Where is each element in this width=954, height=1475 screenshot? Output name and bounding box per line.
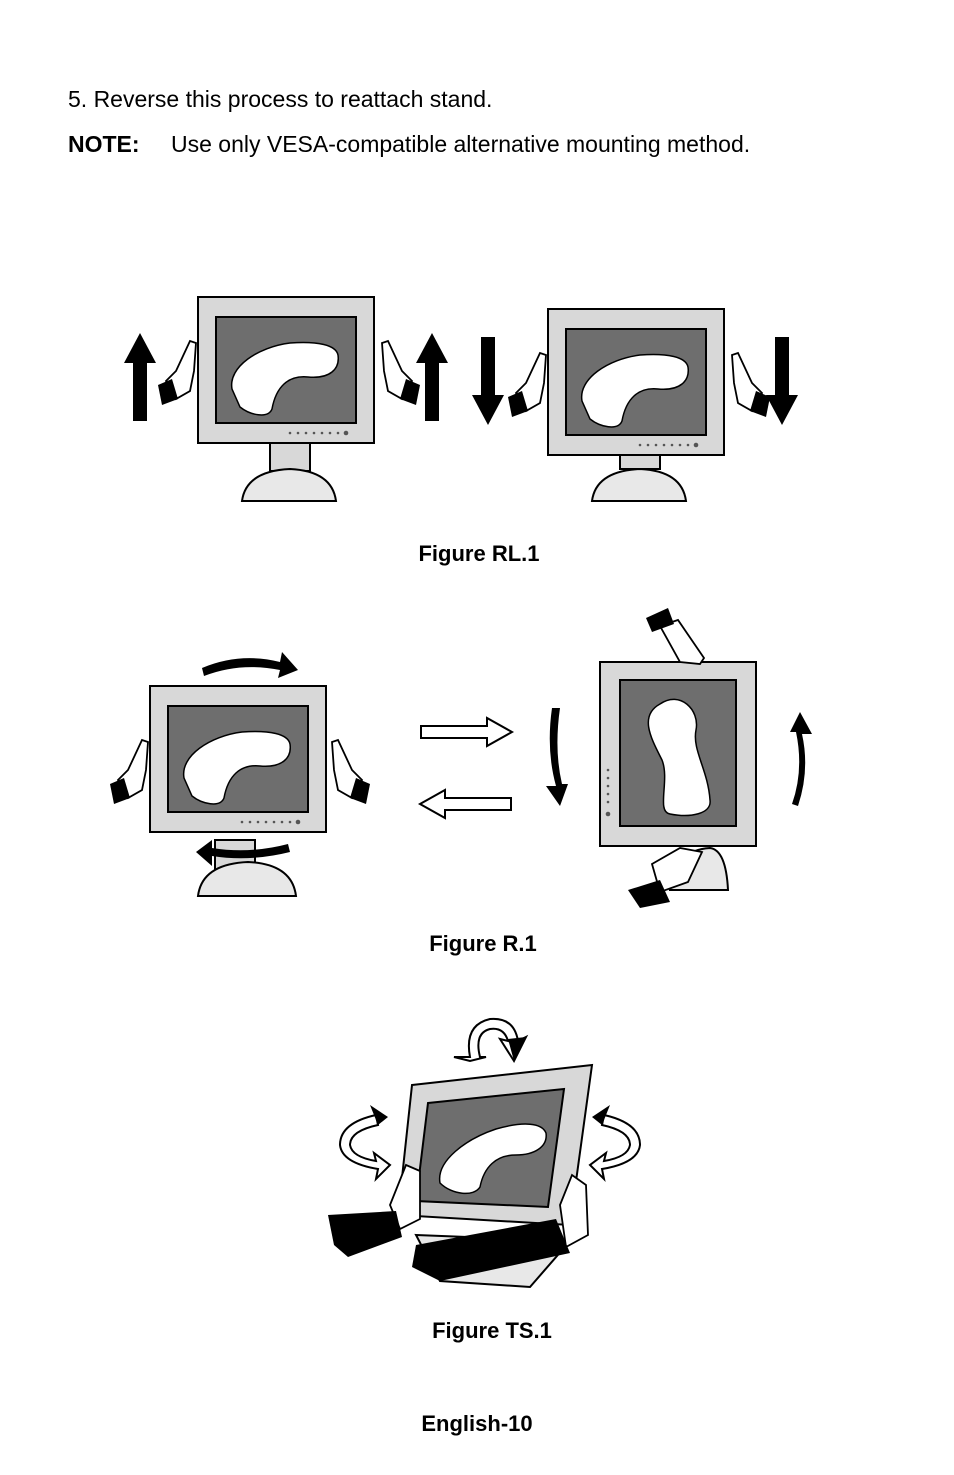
hand-icon <box>157 340 197 406</box>
hand-icon <box>381 340 421 406</box>
hand-icon <box>109 739 149 805</box>
arrow-up-icon <box>124 333 156 421</box>
figure-r1-illustration <box>109 608 812 908</box>
note-text: Use only VESA-compatible alternative mou… <box>171 131 751 157</box>
arrow-down-icon <box>766 337 798 425</box>
hand-icon <box>628 847 704 908</box>
hand-icon <box>331 739 371 805</box>
rotate-arrow-icon <box>338 1105 392 1183</box>
figure-ts1-illustration <box>328 1017 642 1289</box>
monitor-icon <box>197 296 375 502</box>
monitor-icon <box>149 685 327 897</box>
figure-rl1-caption: Figure RL.1 <box>418 541 540 566</box>
rotate-arrow-icon <box>588 1105 642 1183</box>
rotate-arrow-icon <box>196 840 290 866</box>
rotate-arrow-icon <box>202 652 298 678</box>
figure-rl1-illustration <box>124 296 798 502</box>
step-5-text: 5. Reverse this process to reattach stan… <box>68 86 493 112</box>
arrow-down-icon <box>472 337 504 425</box>
arrow-up-icon <box>416 333 448 421</box>
figure-r1-caption: Figure R.1 <box>429 931 537 956</box>
hand-icon <box>507 352 547 418</box>
note-label: NOTE: <box>68 131 140 157</box>
arrow-right-icon <box>420 716 515 748</box>
monitor-icon <box>547 308 725 502</box>
arrow-left-icon <box>417 788 512 820</box>
page-footer: English-10 <box>421 1411 533 1436</box>
rotate-arrow-icon <box>453 1017 529 1064</box>
rotate-arrow-icon <box>546 708 568 806</box>
rotate-arrow-icon <box>790 712 812 806</box>
hand-icon <box>328 1163 421 1257</box>
hand-icon <box>646 608 706 665</box>
hand-icon <box>412 1173 589 1281</box>
figure-ts1-caption: Figure TS.1 <box>432 1318 552 1343</box>
hand-icon <box>731 352 771 418</box>
